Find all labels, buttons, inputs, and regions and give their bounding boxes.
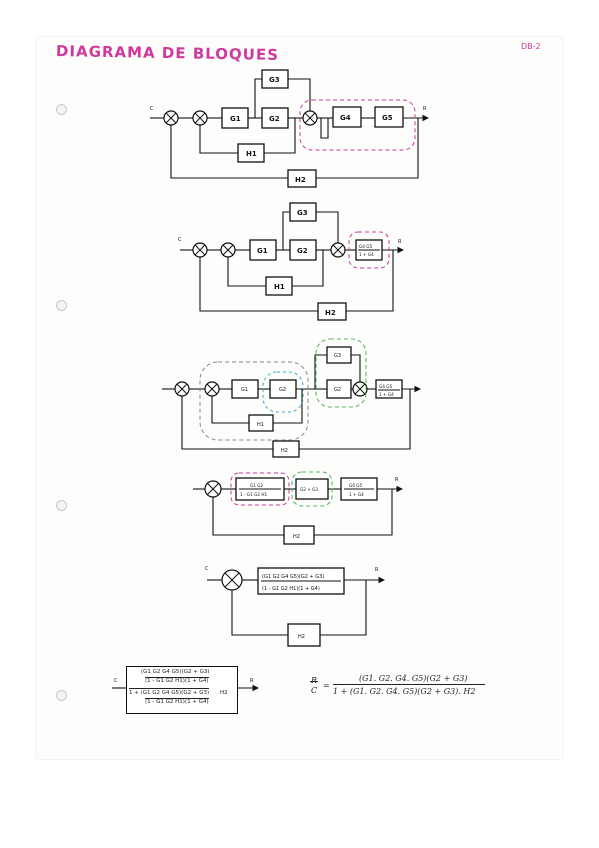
stage1-diagram: C G1 G2 G3 G4 G5 R [150, 69, 430, 188]
stage3-highlight-gray [199, 361, 309, 441]
stage4-highlight-green [291, 471, 333, 507]
stage2-label-h2: H2 [325, 309, 336, 317]
stage6-line-2: (1 - G1 G2 H1)(1 + G4) [145, 677, 209, 684]
formula-lhs-bar [310, 681, 318, 682]
stage2-input-label: C [178, 237, 182, 243]
formula-rhs-num: (G1. G2. G4. G5)(G2 + G3) [359, 674, 468, 683]
stage2-highlight [348, 231, 390, 269]
stage5-input-label: C [205, 566, 209, 572]
stage5-block-num: (G1 G2 G4 G5)(G2 + G3) [262, 574, 324, 580]
stage3-label-h2: H2 [281, 448, 288, 454]
stage6-transfer-box: (G1 G2 G4 G5)(G2 + G3) (1 - G1 G2 H1)(1 … [126, 666, 238, 714]
stage6-input-label: C [114, 678, 118, 684]
stage1-label-h1: H1 [246, 150, 257, 158]
stage2-reduced-num: G4 G5 [359, 244, 372, 249]
stage3-label-h1: H1 [257, 422, 264, 428]
stage3-reduced-num: G4 G5 [379, 384, 392, 389]
stage1-input-label: C [150, 106, 154, 112]
stage2-label-g1: G1 [257, 247, 268, 255]
stage4-block-a-num: G1 G2 [250, 483, 263, 488]
stage4-block-b-label: G2 + G3 [300, 487, 318, 492]
formula-lhs-den: C [311, 686, 318, 695]
stage6-line-1: (G1 G2 G4 G5)(G2 + G3) [141, 669, 210, 675]
stage5-block-den: (1 - G1 G2 H1)(1 + G4) [262, 586, 320, 592]
stage3-label-g3: G3 [334, 353, 341, 359]
stage2-reduced-den: 1 + G4 [359, 252, 374, 257]
stage3-reduced-den: 1 + G4 [379, 392, 394, 397]
stage5-diagram: C (G1 G2 G4 G5)(G2 + G3) (1 - G1 G2 H1)(… [205, 566, 386, 647]
stage6-diagram: C R [112, 678, 260, 692]
stage4-diagram: G1 G2 1 - G1 G2 H1 G2 + G3 G4 G5 1 + G4 … [193, 471, 404, 545]
formula-rhs-bar [333, 684, 485, 685]
stage6-trailing: H2 [220, 690, 228, 696]
stage6-line-3: 1 + (G1 G2 G4 G5)(G2 + G3) [129, 688, 210, 696]
stage1-highlight [299, 99, 416, 151]
stage5-output-label: R [375, 567, 379, 573]
stage1-label-h2: H2 [295, 176, 306, 184]
stage2-diagram: C G1 G2 G3 G4 G5 1 + G4 [178, 202, 405, 321]
stage4-block-c-num: G4 G5 [349, 483, 362, 488]
stage1-label-g5: G5 [382, 114, 393, 122]
stage2-output-label: R [398, 239, 402, 245]
stage3-highlight-blue [262, 371, 304, 413]
stage3-label-g2b: G2 [334, 387, 341, 393]
stage4-highlight-magenta [230, 472, 290, 506]
stage4-label-h2: H2 [293, 534, 300, 540]
stage3-diagram: G1 G2 G3 G2 G4 G5 1 + G4 H1 [162, 338, 422, 458]
stage6-output-label: R [250, 678, 254, 684]
stage4-block-a-den: 1 - G1 G2 H1 [240, 492, 267, 497]
stage1-block-g4 [332, 106, 362, 128]
stage2-label-h1: H1 [274, 283, 285, 291]
stage6-line-4: (1 - G1 G2 H1)(1 + G4) [145, 698, 209, 705]
stage3-label-g1: G1 [241, 387, 248, 393]
formula-lhs-num: R [311, 676, 318, 685]
stage1-label-g1: G1 [230, 115, 241, 123]
stage3-label-g2a: G2 [279, 387, 286, 393]
stage3-highlight-green [315, 338, 367, 408]
formula-equals: = [323, 681, 330, 690]
stage5-label-h2: H2 [298, 634, 305, 640]
stage4-output-label: R [395, 477, 399, 483]
stage1-label-g3: G3 [269, 76, 280, 84]
stage1-label-g2: G2 [269, 115, 280, 123]
punch-hole [56, 500, 67, 511]
punch-hole [56, 300, 67, 311]
stage2-label-g2: G2 [297, 247, 308, 255]
stage1-output-label: R [423, 106, 427, 112]
stage1-block-g5 [374, 106, 404, 128]
page-tag: DB-2 [521, 42, 541, 51]
punch-hole [56, 104, 67, 115]
stage2-label-g3: G3 [297, 209, 308, 217]
stage1-label-g4: G4 [340, 114, 351, 122]
formula-rhs-den: 1 + (G1. G2. G4. G5)(G2 + G3). H2 [333, 687, 476, 696]
stage4-block-c-den: 1 + G4 [349, 492, 364, 497]
punch-hole [56, 690, 67, 701]
